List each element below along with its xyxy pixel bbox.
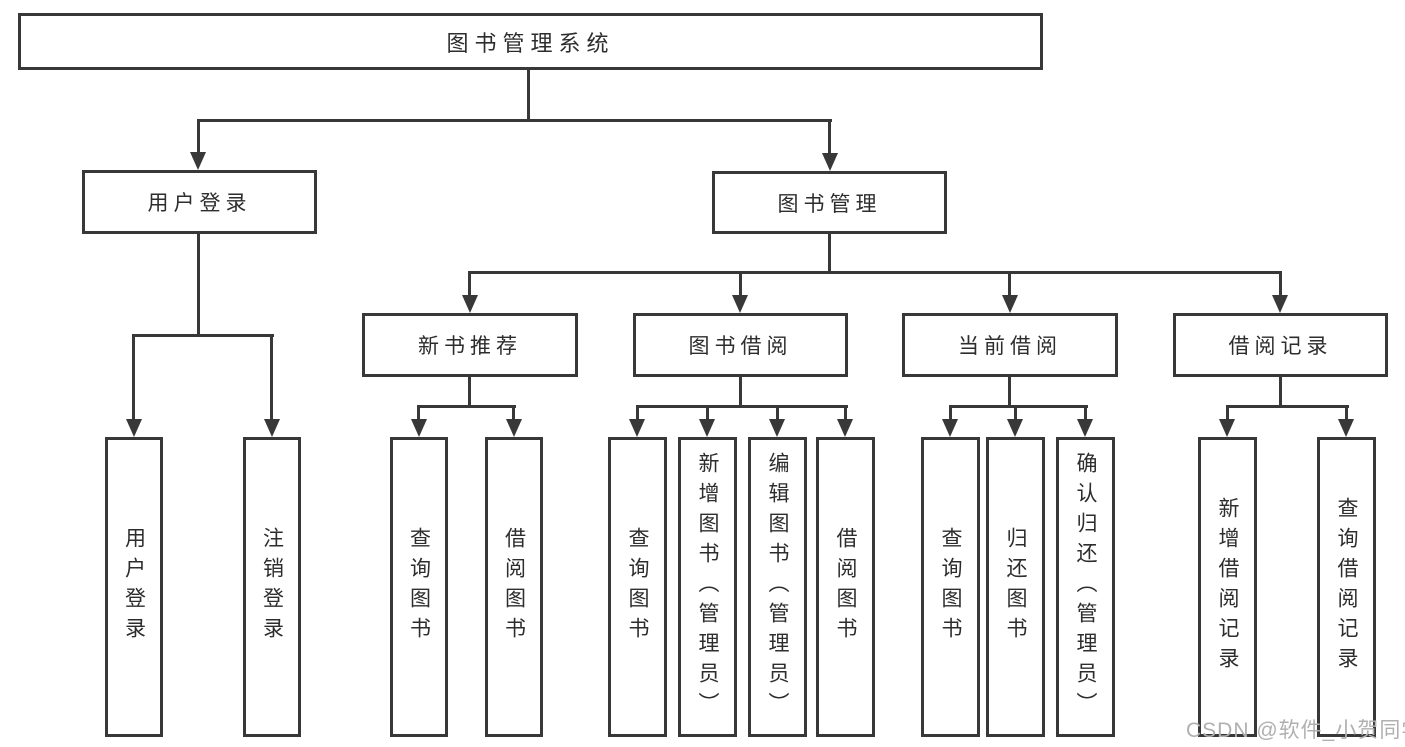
leaf-confirm-return-admin: 确认归还（管理员） [1056,437,1115,737]
connector-section-shaft [1008,271,1011,297]
connector-leaf-shaft [1345,405,1348,421]
connector-book-shaft [828,119,831,156]
node-new-book-recommend: 新书推荐 [362,313,578,377]
connector-user-shaft [197,119,200,155]
arrowhead-icon [629,419,645,437]
arrowhead-icon [126,419,142,437]
connector-leaf-shaft [949,405,952,421]
connector-leaf-shaft [512,405,515,421]
node-label: 用户登录 [147,192,252,215]
connector-section-stub [1008,377,1011,408]
leaf-label: 用户登录 [122,527,146,647]
node-library-management-system: 图书管理系统 [18,13,1043,70]
connector-leaf-shaft [1226,405,1229,421]
leaf-label: 新增借阅记录 [1216,497,1240,677]
node-label: 图书借阅 [688,335,793,358]
leaf-label: 编辑图书（管理员） [766,452,790,722]
connector-section-shaft [468,271,471,297]
arrowhead-icon [1007,419,1023,437]
arrowhead-icon [190,152,206,170]
connector-section-branch [1226,405,1349,408]
node-current-borrow: 当前借阅 [902,313,1118,377]
connector-leaf-shaft [132,334,135,421]
leaf-borrow-books: 借阅图书 [816,437,875,737]
arrowhead-icon [1002,295,1018,313]
arrowhead-icon [1077,419,1093,437]
connector-leaf-shaft [706,405,709,421]
leaf-user-login: 用户登录 [105,437,163,737]
connector-section-shaft [1279,271,1282,297]
connector-top-branch [197,119,832,122]
connector-leaf-shaft [1014,405,1017,421]
connector-leaf-shaft [270,334,273,421]
connector-section-branch [417,405,516,408]
connector-leaf-shaft [636,405,639,421]
leaf-label: 借阅图书 [834,527,858,647]
arrowhead-icon [837,419,853,437]
connector-section-branch [949,405,1088,408]
node-label: 新书推荐 [418,335,522,358]
leaf-borrow-books-recommend: 借阅图书 [485,437,543,737]
connector-section-stub [739,377,742,408]
leaf-query-borrow-record: 查询借阅记录 [1317,437,1376,737]
arrowhead-icon [699,419,715,437]
node-label: 当前借阅 [958,335,1062,358]
connector-section-branch [636,405,848,408]
leaf-add-borrow-record: 新增借阅记录 [1198,437,1257,737]
arrowhead-icon [1272,295,1288,313]
leaf-query-books-borrow: 查询图书 [608,437,667,737]
connector-leaf-shaft [417,405,420,421]
node-label: 借阅记录 [1228,335,1333,358]
connector-root-stub [527,70,530,119]
leaf-label: 查询借阅记录 [1335,497,1359,677]
node-label: 图书管理 [777,192,882,216]
leaf-edit-books-admin: 编辑图书（管理员） [748,437,807,737]
node-user-login: 用户登录 [82,170,317,234]
connector-section-stub [1279,377,1282,408]
connector-user-branch [132,334,274,337]
leaf-label: 新增图书（管理员） [696,452,720,722]
leaf-query-books-recommend: 查询图书 [390,437,448,737]
connector-user-stub [197,233,200,336]
connector-book-stub [828,233,831,274]
connector-book-branch [468,271,1282,274]
node-borrow-record: 借阅记录 [1173,313,1388,377]
leaf-label: 查询图书 [939,527,963,647]
leaf-label: 归还图书 [1004,527,1028,647]
connector-leaf-shaft [1084,405,1087,421]
connector-section-stub [468,377,471,408]
leaf-label: 注销登录 [260,527,284,647]
node-book-borrow: 图书借阅 [633,313,848,377]
arrowhead-icon [942,419,958,437]
leaf-add-books-admin: 新增图书（管理员） [678,437,737,737]
arrowhead-icon [1338,419,1354,437]
connector-leaf-shaft [776,405,779,421]
arrowhead-icon [264,419,280,437]
leaf-label: 借阅图书 [502,527,526,647]
node-book-management: 图书管理 [712,171,947,234]
arrowhead-icon [411,419,427,437]
arrowhead-icon [732,295,748,313]
connector-leaf-shaft [844,405,847,421]
leaf-label: 查询图书 [626,527,650,647]
arrowhead-icon [462,295,478,313]
arrowhead-icon [769,419,785,437]
arrowhead-icon [822,153,838,171]
node-label: 图书管理系统 [446,30,615,56]
leaf-logout: 注销登录 [243,437,301,737]
leaf-return-books: 归还图书 [986,437,1045,737]
connector-section-shaft [739,271,742,297]
csdn-watermark: CSDN @软件_小贺同学 [1186,719,1405,742]
arrowhead-icon [506,419,522,437]
leaf-query-books-current: 查询图书 [921,437,980,737]
leaf-label: 查询图书 [407,527,431,647]
leaf-label: 确认归还（管理员） [1074,452,1098,722]
arrowhead-icon [1219,419,1235,437]
